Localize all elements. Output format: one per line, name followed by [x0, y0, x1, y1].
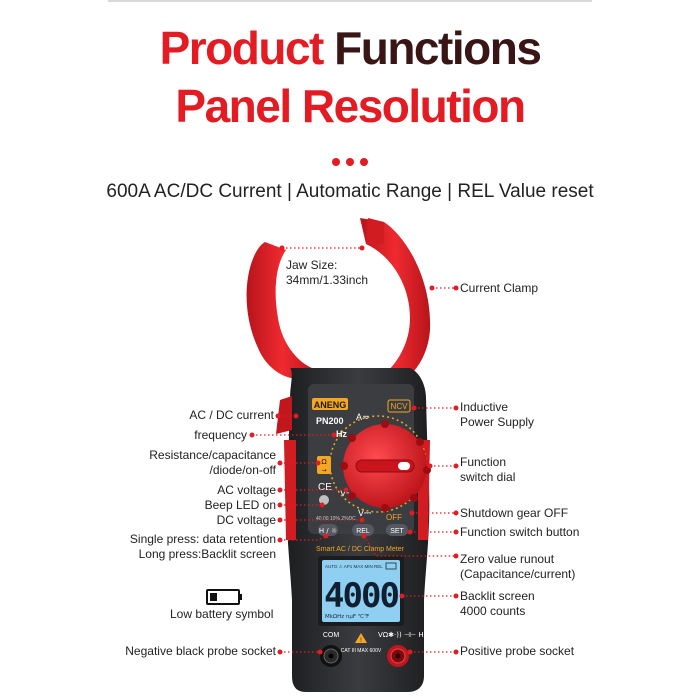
inductive-label: Inductive Power Supply	[460, 400, 535, 429]
left-grip	[284, 440, 296, 540]
backlit-screen-label: Backlit screen 4000 counts	[460, 589, 535, 618]
resistance-label: Resistance/capacitance /diode/on-off	[149, 448, 276, 477]
decorative-dots	[0, 153, 700, 171]
top-divider	[108, 0, 592, 2]
title-word-functions: Functions	[334, 22, 542, 74]
svg-text:REL: REL	[356, 528, 370, 535]
jaw-trigger	[276, 396, 292, 434]
left-jaw	[246, 242, 318, 379]
low-battery-icon	[206, 589, 242, 605]
dial-label-vdc: V⎓	[358, 508, 371, 518]
right-jaw	[360, 218, 431, 386]
beep-led-label: Beep LED on	[204, 498, 276, 512]
jaw-size-label: Jaw Size: 34mm/1.33inch	[286, 258, 369, 287]
shutdown-label: Shutdown gear OFF	[460, 506, 569, 520]
com-label: COM	[323, 632, 340, 639]
lcd-status-row: AUTO ⚠ AP1 MAX MIN REL	[325, 564, 383, 569]
callout-dots	[249, 245, 459, 655]
brand-logo: ANENG	[314, 400, 347, 410]
ce-mark: CE	[318, 482, 332, 493]
svg-text:40.00 10% 2%DC: 40.00 10% 2%DC	[316, 516, 356, 522]
dial-label-acurrent: A≂	[356, 412, 370, 422]
svg-text:Ω: Ω	[321, 458, 327, 466]
low-battery-label: Low battery symbol	[170, 607, 274, 621]
function-dial-label: Function switch dial	[460, 455, 516, 484]
dial-label-vac: V~	[340, 488, 351, 498]
lcd-screen	[322, 560, 400, 622]
frequency-label: frequency	[194, 428, 247, 442]
hold-button-label: Single press: data retention Long press:…	[129, 532, 276, 561]
page-title-line1: Product Functions	[0, 22, 700, 74]
page-subtitle: 600A AC/DC Current | Automatic Range | R…	[106, 181, 594, 202]
ac-dc-current-label: AC / DC current	[189, 408, 274, 422]
series-text: Smart AC / DC Clamp Meter	[316, 546, 405, 553]
current-clamp-label: Current Clamp	[460, 281, 539, 295]
zero-value-label: Zero value runout (Capacitance/current)	[460, 552, 576, 581]
set-button	[386, 524, 408, 536]
positive-socket-label: Positive probe socket	[460, 644, 575, 658]
svg-text:H / ☼: H / ☼	[319, 527, 337, 535]
svg-text:!: !	[360, 638, 362, 644]
lcd-reading: 4000	[324, 576, 398, 616]
positive-jack-label: VΩ✱·)) ⊣⊢ Hz	[378, 631, 428, 639]
dial-label-off: OFF	[386, 513, 402, 522]
ncv-label: NCV	[391, 402, 409, 411]
svg-text:SET: SET	[390, 528, 404, 535]
page-title-line2: Panel Resolution	[175, 80, 526, 132]
title-word-product: Product	[159, 22, 325, 74]
dc-voltage-label: DC voltage	[216, 513, 276, 527]
negative-socket-label: Negative black probe socket	[125, 644, 276, 658]
dial-label-hz: Hz	[336, 429, 347, 439]
cat-rating: CAT III MAX 600V	[341, 648, 382, 654]
function-button-label: Function switch button	[460, 525, 580, 539]
model-name: PN200	[316, 416, 344, 426]
svg-text:→: →	[321, 467, 326, 474]
rel-button	[352, 524, 374, 536]
callout-lines	[252, 247, 456, 653]
hold-backlight-button	[318, 524, 338, 536]
ac-voltage-label: AC voltage	[217, 483, 276, 497]
lcd-units-row: MkΩHz nµF ℃℉	[325, 613, 369, 620]
